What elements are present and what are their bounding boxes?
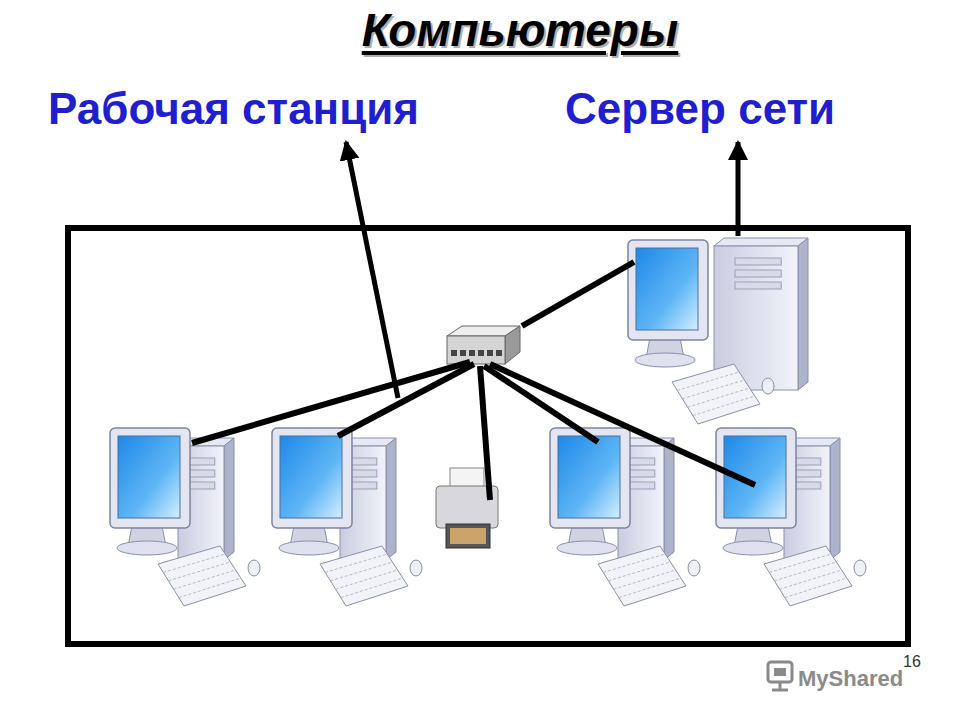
keyboard [672, 364, 774, 424]
server [628, 238, 808, 424]
monitor [716, 428, 796, 555]
network-hub [447, 326, 520, 364]
keyboard [158, 546, 260, 606]
network-cable [480, 366, 490, 500]
callout-label: Сервер сети [565, 82, 835, 136]
monitor [628, 240, 708, 367]
network-cable [522, 262, 634, 326]
workstation [550, 428, 700, 606]
keyboard [764, 546, 866, 606]
network-cable [490, 364, 755, 485]
monitor [110, 428, 190, 555]
monitor [272, 428, 352, 555]
workstation [272, 428, 422, 606]
workstation [716, 428, 866, 606]
heading: Компьютеры [362, 2, 679, 58]
leader-arrow [736, 142, 741, 236]
keyboard [320, 546, 422, 606]
network-cable [338, 364, 474, 436]
monitor [550, 428, 630, 555]
watermark: MyShared [798, 666, 903, 692]
watermark-icon [768, 662, 792, 690]
network-cable [192, 362, 470, 443]
workstation [110, 428, 260, 606]
leader-arrow [346, 142, 398, 398]
callout-label: Рабочая станция [48, 82, 419, 136]
page-number: 16 [903, 652, 921, 672]
frame [68, 228, 908, 644]
keyboard [598, 546, 700, 606]
